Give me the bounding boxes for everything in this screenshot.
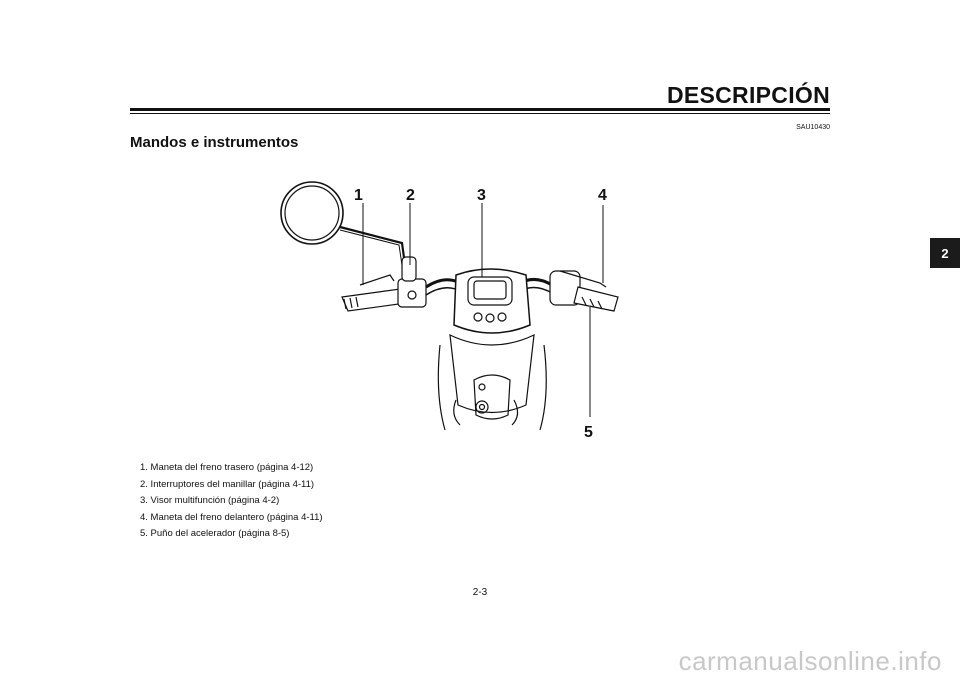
legend-item: 1. Maneta del freno trasero (página 4-12… (140, 462, 314, 473)
callout-2: 2 (406, 187, 415, 204)
leader-lines (362, 203, 604, 417)
page-number: 2-3 (472, 587, 488, 598)
legend-item: 4. Maneta del freno delantero (página 4-… (140, 511, 323, 523)
header-rule-thin (130, 113, 830, 114)
handlebar-illustration (280, 181, 619, 431)
callout-3: 3 (477, 187, 486, 204)
page-heading: Mandos e instrumentos (130, 134, 299, 151)
legend-list: 1. Maneta del freno trasero (página 4-12… (140, 460, 323, 543)
left-grip-drawing (341, 256, 427, 312)
watermark: carmanualsonline.info (678, 646, 942, 676)
callout-4: 4 (598, 187, 607, 204)
legend-item: 5. Puño del acelerador (página 8-5) (140, 528, 290, 539)
header-rule-thick (130, 108, 830, 111)
chapter-tab: 2 (930, 238, 960, 268)
right-grip-drawing (549, 270, 619, 312)
callout-1: 1 (354, 187, 363, 204)
meter-cluster-drawing (437, 268, 547, 431)
legend-item: 2. Interruptores del manillar (página 4-… (140, 478, 315, 490)
mirror-drawing (280, 181, 407, 266)
callout-5: 5 (584, 424, 593, 441)
section-title: DESCRIPCIÓN (666, 82, 830, 108)
legend-item: 3. Visor multifunción (página 4-2) (140, 495, 280, 506)
document-code: SAU10430 (796, 124, 830, 131)
